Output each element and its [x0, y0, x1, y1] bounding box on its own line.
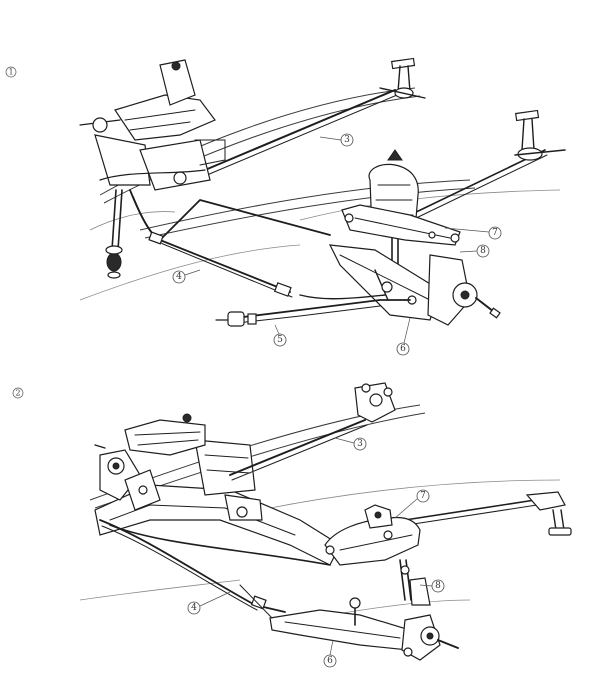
crossmember-2 [94, 439, 341, 566]
torsion-bar-right-1 [409, 109, 566, 221]
svg-text:6: 6 [400, 344, 406, 354]
frame-rails-1 [79, 87, 561, 301]
callout-1-5: 5 [273, 333, 287, 347]
left-upper-assembly-1 [79, 59, 226, 191]
right-upper-assembly-2 [324, 504, 431, 606]
callout-1-6: 6 [396, 342, 410, 356]
svg-text:3: 3 [344, 135, 350, 145]
panel-2: 2 [12, 382, 572, 668]
panel-2-label: 2 [12, 387, 24, 399]
compression-strut-1 [215, 294, 411, 327]
callout-2-3: 3 [353, 437, 367, 451]
callout-2-6: 6 [323, 654, 337, 668]
svg-text:4: 4 [176, 272, 182, 282]
left-upper-assembly-2 [94, 413, 206, 511]
right-lower-assembly-2 [239, 584, 459, 661]
svg-text:5: 5 [277, 335, 283, 345]
svg-text:4: 4 [191, 603, 197, 613]
tension-rod-2 [229, 382, 396, 481]
svg-text:1: 1 [8, 68, 13, 77]
callout-1-7: 7 [488, 226, 502, 240]
tension-rod-1 [204, 57, 426, 176]
svg-text:7: 7 [420, 491, 426, 501]
callout-1-8: 8 [476, 244, 490, 258]
svg-text:8: 8 [480, 246, 486, 256]
left-link-1 [105, 189, 123, 279]
svg-text:3: 3 [357, 439, 363, 449]
stabilizer-bar-2 [99, 519, 331, 613]
svg-text:7: 7 [492, 228, 498, 238]
callout-2-4: 4 [187, 601, 201, 615]
panel-1: 1 [5, 57, 566, 356]
callout-1-4: 4 [172, 270, 186, 284]
panel-1-label: 1 [5, 66, 17, 78]
callouts-panel-1: 3 4 5 6 7 8 [172, 133, 502, 356]
svg-text:6: 6 [327, 656, 333, 666]
svg-text:2: 2 [15, 389, 20, 398]
torsion-bar-right-2 [404, 491, 572, 536]
svg-text:8: 8 [435, 581, 441, 591]
stabilizer-bar-1 [129, 189, 331, 298]
callouts-panel-2: 3 4 6 7 8 [187, 437, 445, 668]
right-lower-assembly-1 [328, 244, 501, 326]
callout-2-7: 7 [416, 489, 430, 503]
right-upper-arm-1 [341, 204, 461, 246]
callout-2-8: 8 [431, 579, 445, 593]
callout-1-3: 3 [340, 133, 354, 147]
